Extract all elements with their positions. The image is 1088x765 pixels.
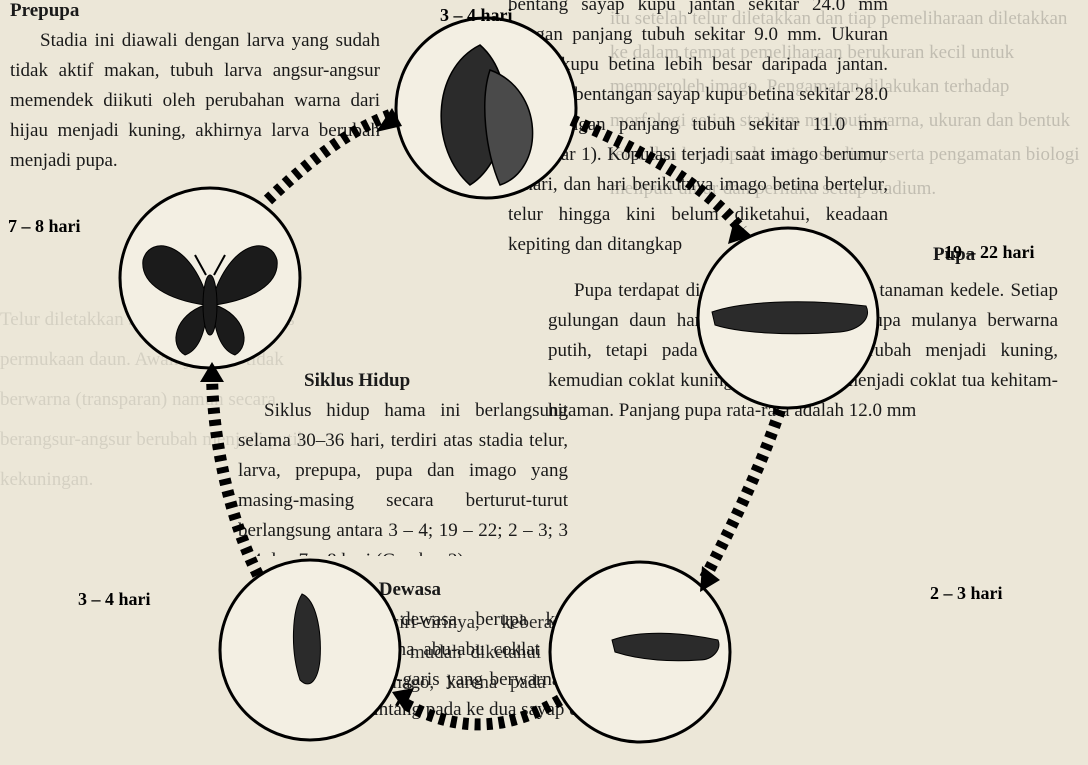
arrow-imago-to-prepupa: [268, 115, 390, 200]
label-prepupa-duration: 3 – 4 hari: [440, 5, 513, 26]
label-pupa-duration: 3 – 4 hari: [78, 589, 151, 610]
arrowhead-3: [700, 566, 720, 592]
larva-circle: [698, 228, 878, 408]
pupa-circle: [220, 560, 400, 740]
arrow-pupa-to-imago: [212, 370, 258, 575]
label-egg-duration: 2 – 3 hari: [930, 583, 1003, 604]
arrow-prepupa-to-larva: [572, 120, 742, 230]
label-imago-duration: 7 – 8 hari: [8, 216, 81, 237]
arrow-larva-to-egg: [705, 410, 780, 578]
arrow-egg-to-pupa: [398, 700, 560, 724]
prepupa-circle: [396, 18, 576, 198]
caterpillar-icon: [712, 302, 868, 334]
imago-circle: [120, 188, 300, 368]
label-larva-duration: 19 – 22 hari: [944, 242, 1035, 263]
